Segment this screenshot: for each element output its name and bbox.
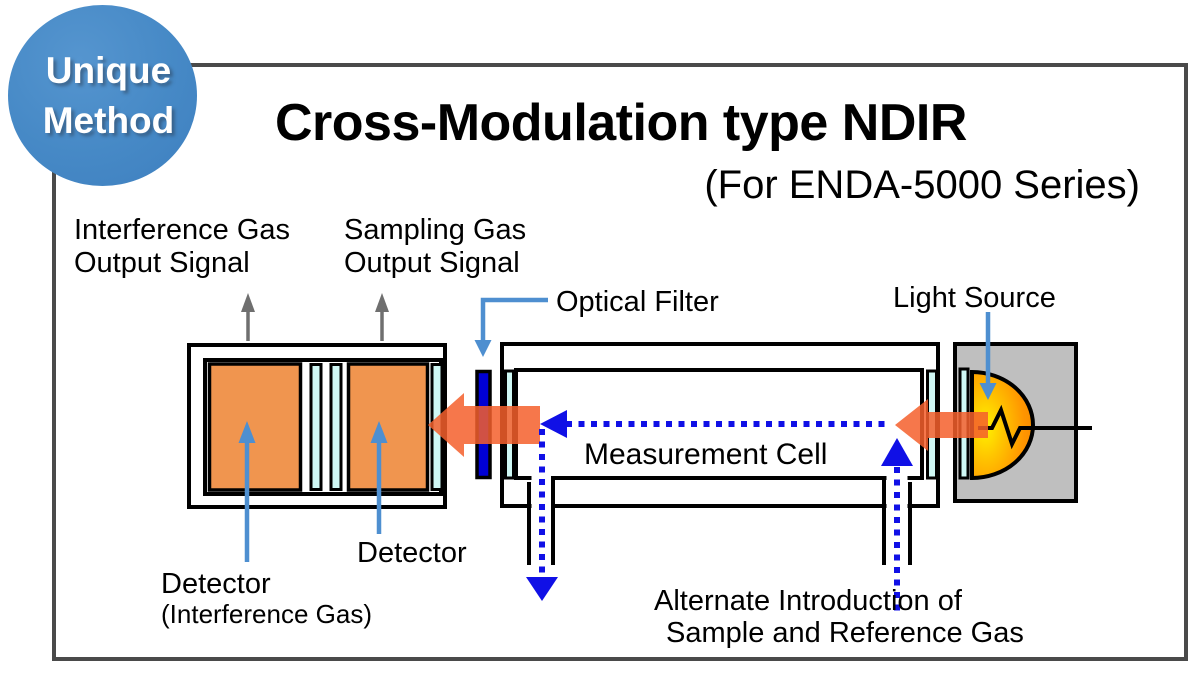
gas-flow-path <box>526 410 913 612</box>
label-detector-interference: Detector <box>161 568 271 600</box>
detector-interference-leader-arrow-icon <box>238 421 256 443</box>
label-alternate-introduction-line1: Alternate Introduction of <box>654 585 962 617</box>
optical-filter-leader-arrow-icon <box>474 340 492 357</box>
label-interference-output-signal: Interference Gas Output Signal <box>74 214 290 280</box>
optical-filter-leader <box>480 297 548 341</box>
label-optical-filter: Optical Filter <box>556 286 719 318</box>
badge-line1: Unique <box>45 49 172 91</box>
label-sampling-output-signal: Sampling Gas Output Signal <box>344 214 527 280</box>
ir-beam-arrow-left-icon <box>428 393 540 457</box>
gas-flow-down-arrow-icon <box>526 577 558 601</box>
interference-signal-arrow-icon <box>241 293 255 312</box>
page-title: Cross-Modulation type NDIR <box>275 94 967 152</box>
leader-arrows <box>238 297 997 562</box>
filament-icon <box>978 404 1092 450</box>
gas-flow-left-arrow-icon <box>540 410 567 438</box>
ir-beam-arrow-source-icon <box>895 399 988 451</box>
label-detector-interference-sub: (Interference Gas) <box>161 599 372 629</box>
sampling-signal-arrow-icon <box>375 293 389 312</box>
output-signal-arrows <box>241 293 389 341</box>
label-detector-sampling: Detector <box>357 537 467 569</box>
label-light-source: Light Source <box>893 282 1056 314</box>
detector-window-2 <box>329 363 343 491</box>
page-subtitle: (For ENDA-5000 Series) <box>704 163 1140 207</box>
label-measurement-cell: Measurement Cell <box>584 438 828 471</box>
light-source-leader-arrow-icon <box>979 383 997 400</box>
badge-line2: Method <box>42 99 175 141</box>
unique-method-badge: Unique Method <box>8 5 197 186</box>
detector-window-1 <box>309 363 323 491</box>
detector-cell-sampling <box>346 362 430 492</box>
gas-flow-up-arrow-icon <box>881 438 913 466</box>
detector-cell-interference <box>207 362 303 492</box>
detector-sampling-leader-arrow-icon <box>370 421 388 443</box>
label-alternate-introduction-line2: Sample and Reference Gas <box>666 617 1024 649</box>
detector-unit <box>187 343 447 509</box>
